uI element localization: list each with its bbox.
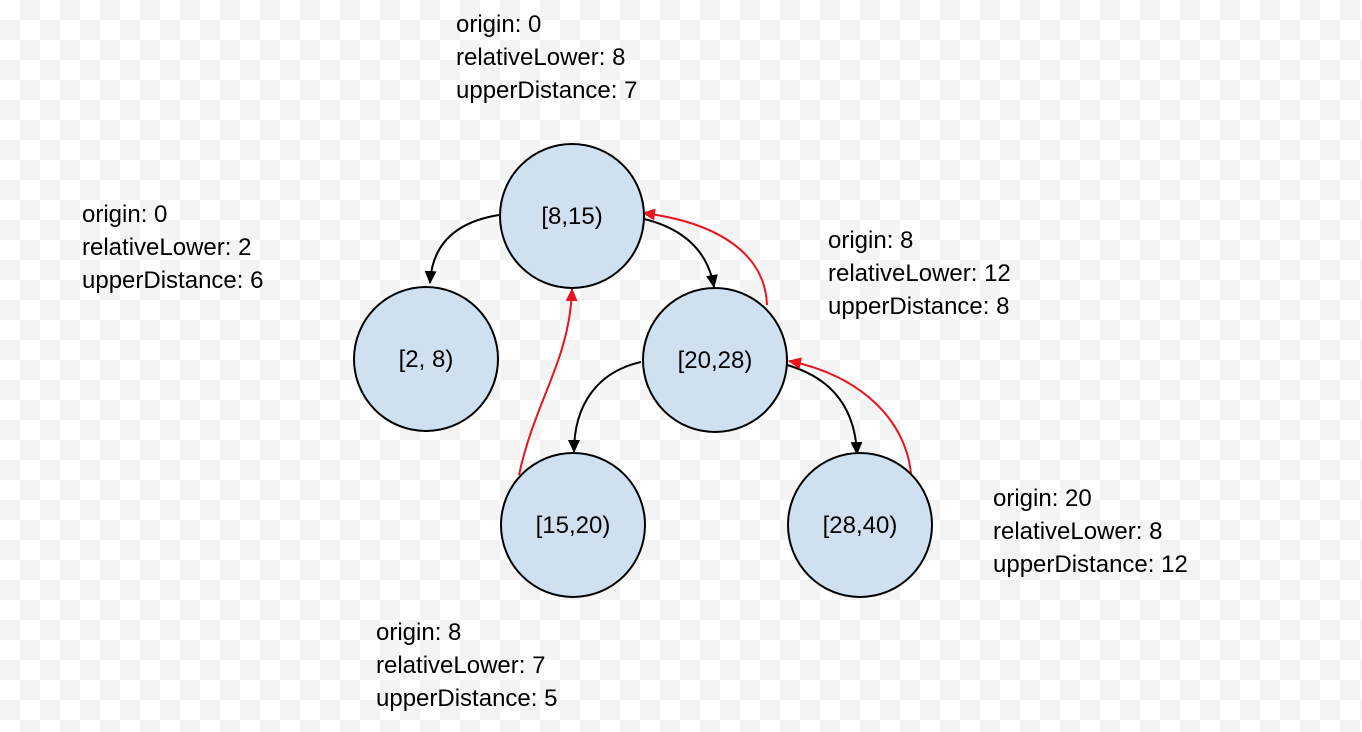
node-label: [2, 8) <box>399 346 454 373</box>
node-circle <box>499 143 645 289</box>
origin-text: origin: 8 <box>376 619 462 646</box>
upper-distance-text: upperDistance: 8 <box>828 293 1010 320</box>
relative-lower-text: relativeLower: 2 <box>82 234 252 261</box>
node-2-8: [2, 8) <box>353 286 499 432</box>
relative-lower-text: relativeLower: 8 <box>456 44 626 71</box>
edge-2028-to-815 <box>642 208 768 306</box>
node-label: [8,15) <box>541 203 602 230</box>
relative-lower-text: relativeLower: 12 <box>828 260 1011 287</box>
node-circle <box>787 452 933 598</box>
node-circle <box>500 452 646 598</box>
upper-distance-text: upperDistance: 6 <box>82 267 264 294</box>
node-20-28: [20,28) <box>642 287 788 433</box>
node-label: [15,20) <box>536 512 611 539</box>
annotation-node-20-28: origin: 8 relativeLower: 12 upperDistanc… <box>828 224 1011 323</box>
upper-distance-text: upperDistance: 5 <box>376 685 558 712</box>
edge-815-to-2028 <box>639 217 718 288</box>
annotation-node-2-8: origin: 0 relativeLower: 2 upperDistance… <box>82 198 263 297</box>
edge-1520-to-815 <box>518 288 578 476</box>
upper-distance-text: upperDistance: 7 <box>456 77 638 104</box>
node-8-15: [8,15) <box>499 143 645 289</box>
relative-lower-text: relativeLower: 8 <box>993 518 1163 545</box>
origin-text: origin: 0 <box>456 11 542 38</box>
edge-2028-to-2840 <box>786 364 863 455</box>
annotation-node-15-20: origin: 8 relativeLower: 7 upperDistance… <box>376 616 557 715</box>
upper-distance-text: upperDistance: 12 <box>993 551 1188 578</box>
node-label: [28,40) <box>823 512 898 539</box>
edge-2028-to-1520 <box>568 361 642 453</box>
annotation-node-8-15: origin: 0 relativeLower: 8 upperDistance… <box>456 8 637 107</box>
annotation-node-28-40: origin: 20 relativeLower: 8 upperDistanc… <box>993 482 1188 581</box>
origin-text: origin: 8 <box>828 227 914 254</box>
node-15-20: [15,20) <box>500 452 646 598</box>
edge-2840-to-2028 <box>788 357 912 475</box>
origin-text: origin: 20 <box>993 485 1092 512</box>
node-circle <box>353 286 499 432</box>
node-28-40: [28,40) <box>787 452 933 598</box>
origin-text: origin: 0 <box>82 201 168 228</box>
edge-815-to-28 <box>424 214 500 284</box>
node-circle <box>642 287 788 433</box>
relative-lower-text: relativeLower: 7 <box>376 652 546 679</box>
node-label: [20,28) <box>678 347 753 374</box>
